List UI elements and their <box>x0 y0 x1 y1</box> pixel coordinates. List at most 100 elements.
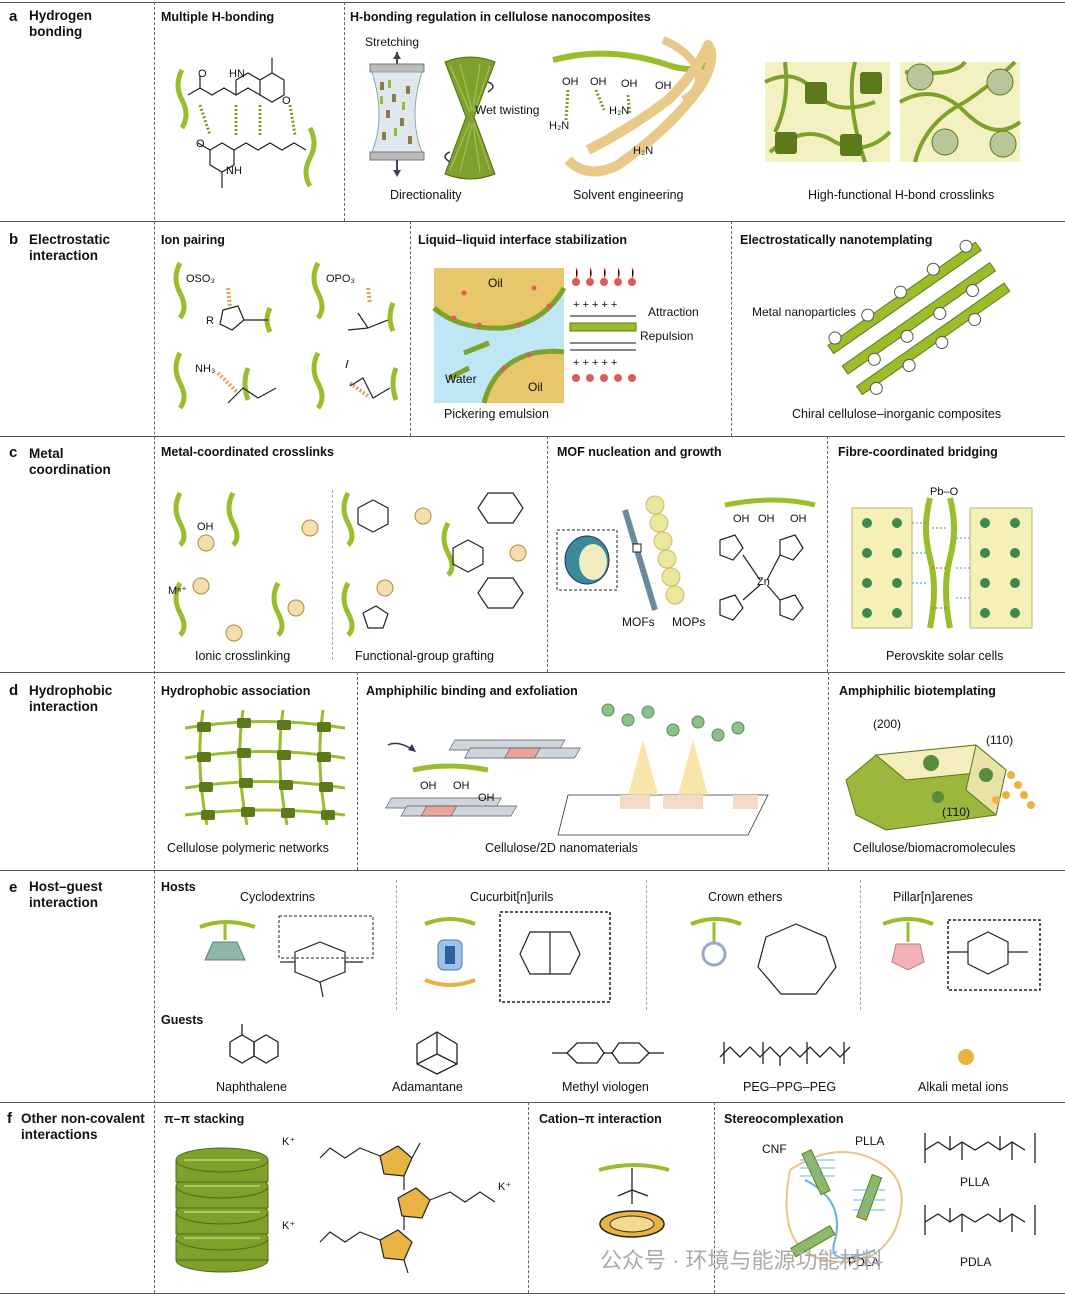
host-name-crown-ethers: Crown ethers <box>708 890 783 904</box>
chem-oh-mof-3: OH <box>790 513 807 525</box>
pillararene-host-illustration <box>882 917 1041 991</box>
solvent-engineering-illustration <box>552 36 717 177</box>
subtitle-liquid-interface: Liquid–liquid interface stabilization <box>418 233 628 247</box>
stretching-film-illustration <box>369 52 425 177</box>
caption-pickering-emulsion: Pickering emulsion <box>444 407 549 421</box>
caption-chiral-composites: Chiral cellulose–inorganic composites <box>792 407 1002 421</box>
section-title-d: Hydrophobic interaction <box>29 683 113 714</box>
section-letter-e: e <box>9 879 18 896</box>
divider-f2 <box>714 1102 715 1293</box>
perovskite-bridging-illustration <box>851 497 1033 629</box>
divider-c1 <box>547 436 548 672</box>
cyclodextrin-host-illustration <box>199 915 374 998</box>
caption-solvent-engineering: Solvent engineering <box>573 188 684 202</box>
multiple-h-bonding-structure <box>175 58 317 188</box>
guest-name-peg-ppg-peg: PEG–PPG–PEG <box>743 1080 837 1094</box>
section-letter-b: b <box>9 231 19 248</box>
amphiphilic-2d-illustration <box>385 703 769 836</box>
methyl-viologen-structure <box>552 1042 664 1064</box>
section-title-a: Hydrogen bonding <box>29 8 93 39</box>
peg-ppg-peg-structure <box>719 1042 851 1066</box>
chem-oh-3: OH <box>621 78 638 90</box>
svg-text:+ + + + +: + + + + + <box>573 299 617 311</box>
adamantane-structure <box>416 1031 458 1075</box>
label-guests: Guests <box>161 1013 204 1027</box>
chem-oh-d2: OH <box>453 780 470 792</box>
cucurbituril-host-illustration <box>424 911 611 1003</box>
label-wet-twisting: Wet twisting <box>475 103 540 117</box>
crown-ether-host-illustration <box>690 917 837 995</box>
chem-label-nh: NH <box>226 165 242 177</box>
chem-m-c1: Mⁿ⁺ <box>168 585 187 597</box>
chem-label-o3: O <box>196 138 205 150</box>
divider-a-b <box>0 221 1065 222</box>
pickering-emulsion-illustration <box>432 268 567 404</box>
divider-d-e <box>0 870 1065 871</box>
divider-d1 <box>357 672 358 870</box>
subtitle-ion-pairing: Ion pairing <box>161 233 225 247</box>
subtitle-amphiphilic-biotemplating: Amphiphilic biotemplating <box>839 684 996 698</box>
chem-oh-c1: OH <box>197 521 214 533</box>
chem-oso3: OSO₃ <box>186 273 215 285</box>
bottom-border <box>0 1293 1065 1294</box>
top-border <box>0 2 1065 3</box>
label-column-divider <box>154 2 155 1293</box>
subtitle-electrostatic-nanotemplating: Electrostatically nanotemplating <box>740 233 933 247</box>
h-bond-crosslinks-illustration <box>764 60 1022 163</box>
cellulose-network-illustration <box>184 709 346 826</box>
caption-functional-grafting: Functional-group grafting <box>355 649 494 663</box>
divider-c-d <box>0 672 1065 673</box>
subtitle-multiple-h-bonding: Multiple H-bonding <box>161 10 275 24</box>
metal-crosslink-structures <box>173 491 527 642</box>
chem-nh3: NH₃ <box>195 363 216 375</box>
divider-b1 <box>410 221 411 436</box>
label-attraction: Attraction <box>648 305 699 319</box>
host-name-cyclodextrins: Cyclodextrins <box>240 890 316 904</box>
subtitle-h-bonding-regulation: H-bonding regulation in cellulose nanoco… <box>350 10 651 24</box>
caption-2d-nanomaterials: Cellulose/2D nanomaterials <box>485 841 638 855</box>
chem-oh-2: OH <box>590 76 607 88</box>
attraction-repulsion-illustration: + + + + ++ + + + + <box>569 267 637 382</box>
section-letter-a: a <box>9 8 18 25</box>
chem-k-1: K⁺ <box>282 1136 296 1148</box>
divider-e3 <box>860 880 861 1010</box>
label-plla-struct: PLLA <box>960 1175 990 1189</box>
divider-c-inner <box>332 490 333 660</box>
section-letter-d: d <box>9 682 19 699</box>
chem-k-3: K⁺ <box>282 1220 296 1232</box>
chem-label-o: O <box>198 68 207 80</box>
host-name-cucurbiturils: Cucurbit[n]urils <box>470 890 554 904</box>
divider-b-c <box>0 436 1065 437</box>
chem-h2n-3: H₂N <box>633 145 654 157</box>
pdla-structure <box>924 1205 1036 1235</box>
guest-name-methyl-viologen: Methyl viologen <box>562 1080 649 1094</box>
subtitle-pi-pi-stacking: π–π stacking <box>164 1112 245 1126</box>
caption-biomacromolecules: Cellulose/biomacromolecules <box>853 841 1016 855</box>
label-repulsion: Repulsion <box>640 329 694 343</box>
divider-e-f <box>0 1102 1065 1103</box>
section-title-e: Host–guest interaction <box>29 879 103 910</box>
label-oil-top: Oil <box>488 276 503 290</box>
chiral-composite-illustration <box>827 239 1011 396</box>
host-name-pillararenes: Pillar[n]arenes <box>893 890 973 904</box>
label-facet-110: (110) <box>986 733 1014 747</box>
chem-h2n-2: H₂N <box>609 105 630 117</box>
chem-oh-d3: OH <box>478 792 495 804</box>
chem-pb-o: Pb–O <box>930 486 959 498</box>
guest-name-naphthalene: Naphthalene <box>216 1080 287 1094</box>
label-mops: MOPs <box>672 615 706 629</box>
mof-nucleation-illustration <box>556 495 816 621</box>
chem-oh-mof-1: OH <box>733 513 750 525</box>
guest-name-alkali-metal-ions: Alkali metal ions <box>918 1080 1009 1094</box>
chem-oh-1: OH <box>562 76 579 88</box>
subtitle-metal-coordinated-crosslinks: Metal-coordinated crosslinks <box>161 445 334 459</box>
label-cnf: CNF <box>762 1142 787 1156</box>
alkali-ion-dot <box>958 1049 974 1065</box>
label-stretching: Stretching <box>365 35 420 49</box>
chem-k-2: K⁺ <box>498 1181 512 1193</box>
chem-label-o2: O <box>282 95 291 107</box>
chem-zn: Zn <box>757 576 770 588</box>
divider-d2 <box>828 672 829 870</box>
subtitle-cation-pi: Cation–π interaction <box>539 1112 662 1126</box>
pi-stacking-illustration <box>175 1147 269 1273</box>
